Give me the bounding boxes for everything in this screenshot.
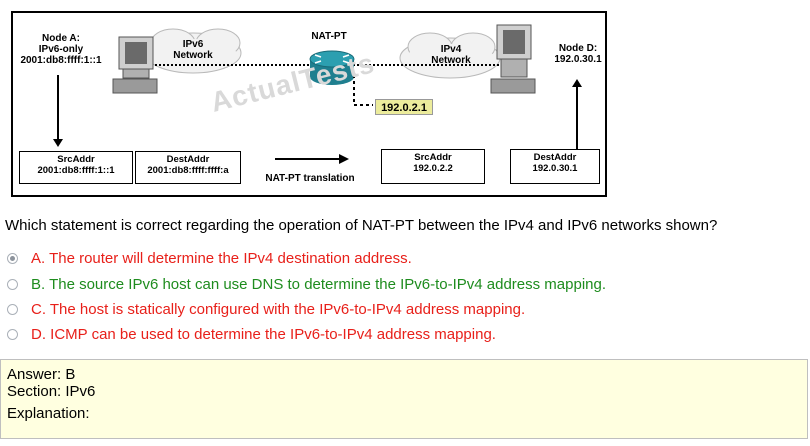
ipv6-network-label: IPv6 Network — [165, 39, 221, 61]
ipv4-cloud-icon — [399, 32, 501, 79]
option-b-label: B. The source IPv6 host can use DNS to d… — [31, 276, 607, 293]
left-dest-value: 2001:db8:ffff:ffff:a — [147, 165, 229, 176]
node-a-name: Node A: — [42, 33, 80, 44]
option-d-radio[interactable] — [7, 329, 18, 340]
left-dest-box: DestAddr 2001:db8:ffff:ffff:a — [135, 151, 241, 184]
option-a-label: A. The router will determine the IPv4 de… — [31, 250, 412, 267]
answer-line: Answer: B — [7, 366, 76, 383]
translation-label: NAT-PT translation — [265, 173, 355, 184]
section-line: Section: IPv6 — [7, 383, 96, 400]
ipv4-network-line1: IPv4 — [440, 44, 462, 55]
ipv6-cloud-icon — [144, 28, 242, 74]
answer-panel: Answer: B Section: IPv6 Explanation: — [0, 359, 808, 439]
node-a-computer-icon — [112, 36, 158, 94]
left-src-box: SrcAddr 2001:db8:ffff:1::1 — [19, 151, 133, 184]
option-d[interactable]: D. ICMP can be used to determine the IPv… — [7, 326, 496, 343]
left-src-header: SrcAddr — [57, 154, 95, 165]
option-b[interactable]: B. The source IPv6 host can use DNS to d… — [7, 276, 606, 293]
ipv4-network-line2: Network — [431, 55, 471, 66]
node-a-address: 2001:db8:ffff:1::1 — [20, 55, 102, 66]
right-dest-header: DestAddr — [533, 152, 577, 163]
right-src-header: SrcAddr — [414, 152, 452, 163]
pool-link-line — [353, 75, 373, 106]
arrow-up-icon — [572, 79, 582, 149]
node-d-name: Node D: — [558, 43, 598, 54]
left-dest-header: DestAddr — [166, 154, 210, 165]
option-a[interactable]: A. The router will determine the IPv4 de… — [7, 250, 412, 267]
ipv6-network-line2: Network — [173, 50, 213, 61]
ipv6-network-line1: IPv6 — [182, 39, 204, 50]
right-dest-box: DestAddr 192.0.30.1 — [510, 149, 600, 184]
right-src-value: 192.0.2.2 — [413, 163, 453, 174]
node-d-address: 192.0.30.1 — [554, 54, 602, 65]
diagram-graphics — [53, 24, 582, 164]
node-a-type: IPv6-only — [38, 44, 84, 55]
question-text: Which statement is correct regarding the… — [5, 217, 718, 234]
option-c[interactable]: C. The host is statically configured wit… — [7, 301, 525, 318]
option-d-label: D. ICMP can be used to determine the IPv… — [31, 326, 496, 343]
option-a-radio[interactable] — [7, 253, 18, 264]
nat-pt-label: NAT-PT — [311, 31, 347, 42]
right-dest-value: 192.0.30.1 — [532, 163, 578, 174]
right-src-box: SrcAddr 192.0.2.2 — [381, 149, 485, 184]
arrow-down-icon — [53, 75, 63, 147]
nat-pt-diagram: ActualTests Node A: IPv6-only 2001:db8:f… — [11, 11, 607, 197]
explanation-label: Explanation: — [7, 405, 90, 422]
option-c-label: C. The host is statically configured wit… — [31, 301, 526, 318]
pool-address-badge: 192.0.2.1 — [375, 99, 433, 115]
translation-arrow-icon — [275, 154, 349, 164]
left-src-value: 2001:db8:ffff:1::1 — [37, 165, 115, 176]
nat-pt-router-icon — [309, 50, 355, 85]
ipv4-network-label: IPv4 Network — [423, 44, 479, 66]
node-d-label: Node D: 192.0.30.1 — [543, 43, 613, 65]
node-d-computer-icon — [490, 24, 536, 94]
option-b-radio[interactable] — [7, 279, 18, 290]
node-a-label: Node A: IPv6-only 2001:db8:ffff:1::1 — [15, 33, 107, 66]
option-c-radio[interactable] — [7, 304, 18, 315]
